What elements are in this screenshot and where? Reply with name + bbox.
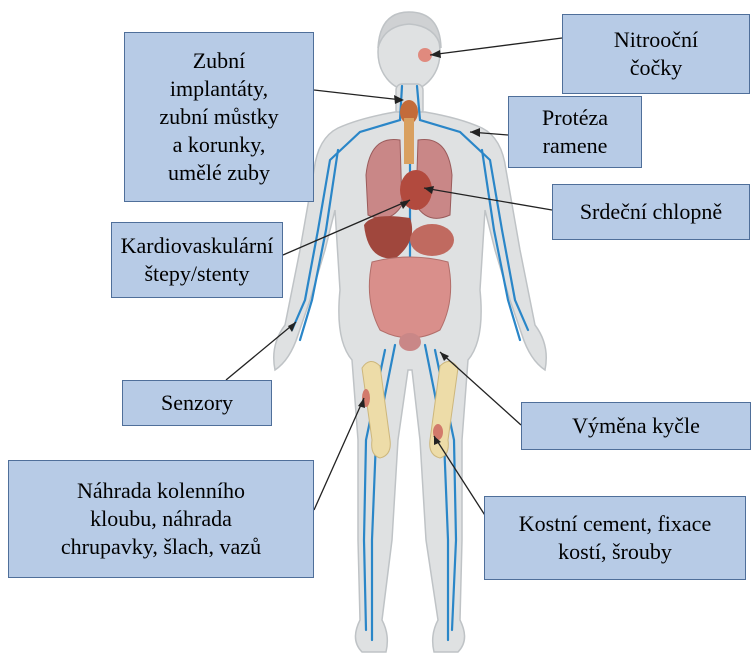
intestines-shape: [369, 257, 450, 338]
label-knee-replacement: Náhrada kolenního kloubu, náhrada chrupa…: [8, 460, 314, 578]
pointer-knee: [314, 398, 364, 510]
pointer-dental: [314, 90, 402, 100]
label-intraocular-lens: Nitrooční čočky: [562, 14, 750, 94]
label-bone-cement: Kostní cement, fixace kostí, šrouby: [484, 496, 746, 580]
label-shoulder-prosthesis: Protéza ramene: [508, 96, 642, 168]
bladder-shape: [399, 333, 421, 351]
trachea-shape: [404, 118, 414, 164]
label-dental-implants: Zubní implantáty, zubní můstky a korunky…: [124, 32, 314, 202]
label-hip-replacement: Výměna kyčle: [521, 402, 751, 450]
label-heart-valves: Srdeční chlopně: [552, 184, 750, 240]
pointer-lens: [430, 38, 562, 55]
bones: [362, 361, 458, 458]
stomach-shape: [410, 224, 454, 256]
eye-highlight: [418, 48, 432, 62]
label-cardiovascular-grafts: Kardiovaskulární štepy/stenty: [111, 222, 283, 298]
label-sensors: Senzory: [122, 380, 272, 426]
